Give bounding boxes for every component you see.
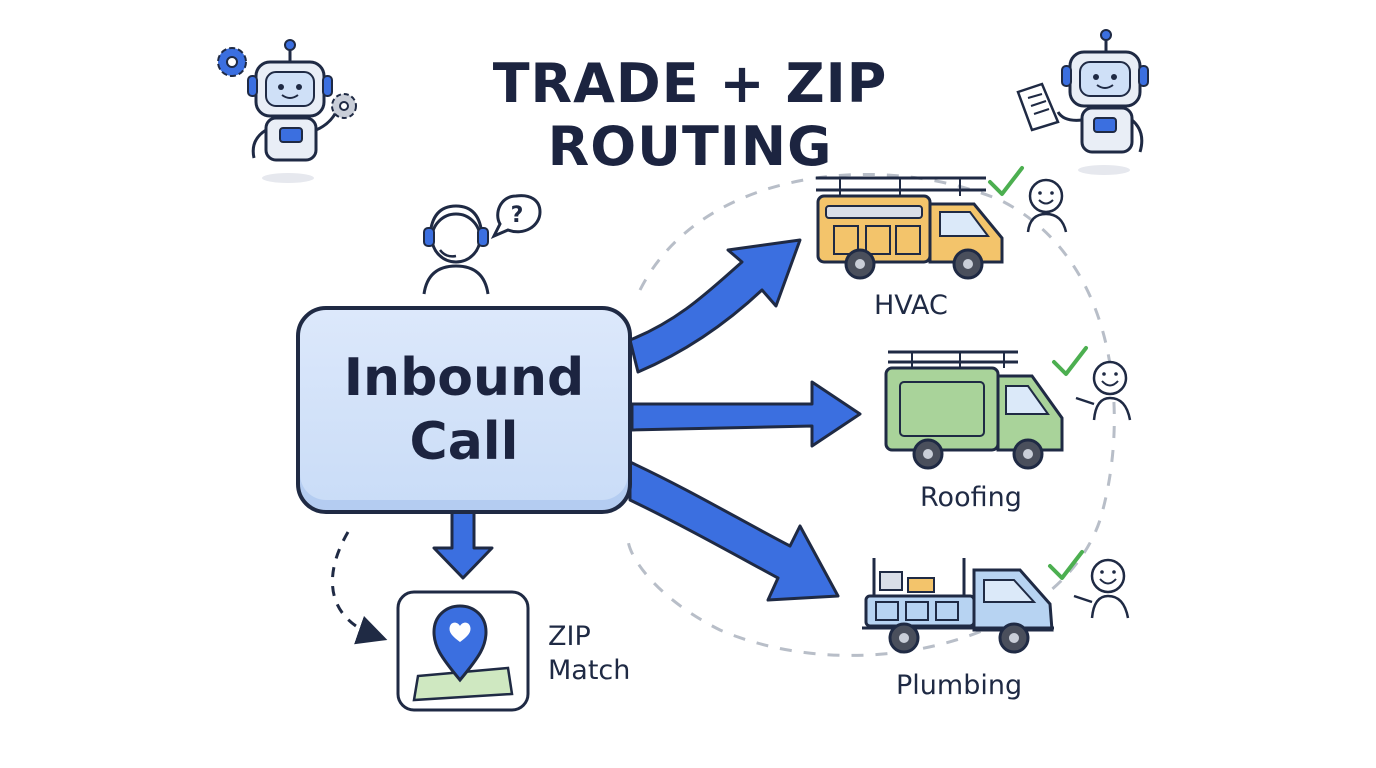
gear-icon-grey (331, 93, 357, 119)
route-label-hvac: HVAC (874, 290, 948, 321)
zip-match-card (396, 590, 530, 712)
happy-person-icon-plumbing (1073, 558, 1130, 619)
arrow-to-plumbing (628, 460, 840, 602)
arrow-to-roofing (630, 380, 862, 448)
truck-icon-roofing (884, 350, 1064, 470)
happy-person-icon-hvac (1026, 178, 1068, 233)
headset-agent-icon (422, 204, 490, 295)
gear-icon-blue (217, 47, 247, 77)
document-icon (1016, 82, 1060, 132)
robot-icon-left (247, 39, 338, 183)
map-pin-icon (432, 604, 488, 683)
route-label-roofing: Roofing (920, 482, 1022, 513)
inbound-call-label: Inbound Call (343, 348, 585, 472)
map-icon (412, 666, 514, 702)
inbound-call-box: Inbound Call (296, 306, 632, 514)
dashed-zip-arrow (330, 531, 388, 645)
arrow-to-zip (432, 510, 494, 580)
check-icon-roofing (1052, 346, 1088, 376)
route-label-plumbing: Plumbing (896, 670, 1023, 701)
check-icon-plumbing (1048, 550, 1084, 580)
truck-icon-plumbing (862, 558, 1054, 654)
dashed-orbit (626, 172, 1116, 657)
happy-person-icon-roofing (1075, 360, 1132, 421)
zip-match-label: ZIP Match (548, 621, 631, 686)
svg-text:?: ? (511, 203, 524, 228)
arrow-to-hvac (628, 238, 802, 374)
robot-icon-right (1056, 29, 1149, 175)
check-icon-hvac (988, 166, 1024, 196)
truck-icon-hvac (816, 176, 1004, 280)
question-bubble-icon: ? (490, 194, 542, 239)
diagram-title: TRADE + ZIP ROUTING (492, 52, 888, 178)
